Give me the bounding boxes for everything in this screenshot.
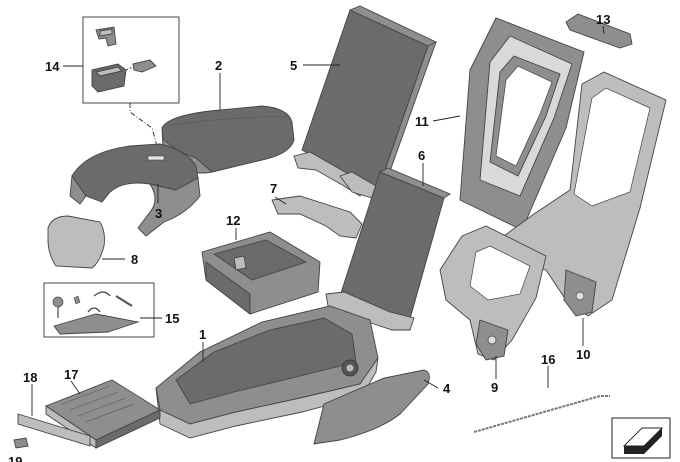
callout-16: 16 [541, 352, 555, 367]
callout-14: 14 [45, 59, 60, 74]
part-6-armrest-panel[interactable] [325, 167, 451, 331]
part-14-latch [91, 63, 127, 93]
callout-3: 3 [155, 206, 162, 221]
part-19-clip[interactable] [13, 437, 29, 449]
callout-18: 18 [23, 370, 37, 385]
part-7-bracket[interactable] [271, 195, 363, 239]
part-15-screw [52, 296, 64, 308]
callout-13: 13 [596, 12, 610, 27]
callout-6: 6 [418, 148, 425, 163]
callout-10: 10 [576, 347, 590, 362]
part-14-group[interactable] [82, 16, 180, 151]
part-15-detail-box [43, 282, 155, 338]
part-16-strip[interactable] [473, 395, 610, 433]
part-18-panel[interactable] [17, 413, 91, 447]
callout-7: 7 [270, 181, 277, 196]
callout-labels: 14 2 5 3 8 7 12 6 11 13 15 1 4 9 10 16 1… [8, 12, 610, 462]
part-15-group[interactable] [43, 282, 155, 338]
part-12-storage-tray[interactable] [201, 231, 321, 315]
part-5-armrest-upright[interactable] [293, 5, 438, 199]
callout-8: 8 [131, 252, 138, 267]
part-14-clip [132, 59, 157, 73]
callout-9: 9 [491, 380, 498, 395]
part-11-backrest-frame[interactable] [459, 17, 585, 231]
callout-4: 4 [443, 381, 451, 396]
callout-11: 11 [415, 114, 429, 129]
view-direction-icon [611, 417, 671, 459]
part-14-detail-box [82, 16, 180, 104]
callout-1: 1 [199, 327, 206, 342]
callout-12: 12 [226, 213, 240, 228]
callout-17: 17 [64, 367, 78, 382]
part-4-side-trim[interactable] [313, 369, 430, 445]
part-15-spring [93, 291, 111, 297]
callout-2: 2 [215, 58, 222, 73]
part-8-end-cap[interactable] [47, 215, 105, 269]
callout-15: 15 [165, 311, 179, 326]
part-3-arch-cover[interactable] [69, 143, 201, 237]
part-1-console-base[interactable] [155, 305, 379, 439]
part-9-seat-frame[interactable] [439, 225, 547, 361]
callout-5: 5 [290, 58, 297, 73]
part-15-pad [53, 313, 140, 335]
leader-lines [31, 25, 605, 416]
part-13-mount-bracket[interactable] [565, 13, 633, 49]
callout-19: 19 [8, 454, 22, 462]
